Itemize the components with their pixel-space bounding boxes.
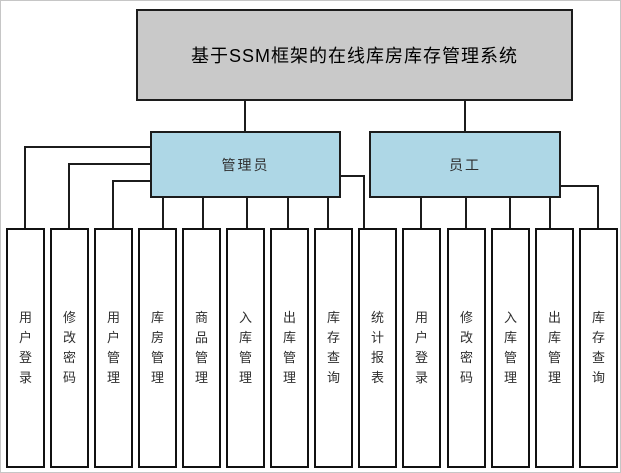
module-node-change-password-staff: 修改密码	[447, 228, 486, 468]
module-node-inbound-management-staff: 入库管理	[491, 228, 530, 468]
module-label: 入库管理	[238, 310, 252, 385]
connector-admin-m3-h	[112, 180, 150, 182]
role-node-admin: 管理员	[150, 131, 341, 198]
connector-admin-m3-v	[112, 180, 114, 228]
module-label: 用户登录	[414, 310, 428, 385]
module-node-inbound-management-admin: 入库管理	[226, 228, 265, 468]
system-title-node: 基于SSM框架的在线库房库存管理系统	[136, 9, 573, 101]
connector-staff-m14-v	[597, 185, 599, 228]
connector-title-admin	[244, 101, 246, 131]
module-label: 统计报表	[370, 310, 384, 385]
connector-admin-m4	[162, 198, 164, 228]
connector-admin-m1-v	[24, 146, 26, 228]
module-node-user-management: 用户管理	[94, 228, 133, 468]
connector-admin-m2-v	[68, 163, 70, 228]
module-label: 库存查询	[326, 310, 340, 385]
module-label: 用户登录	[18, 310, 32, 385]
connector-title-staff	[464, 101, 466, 131]
connector-staff-m10	[420, 198, 422, 228]
module-label: 库存查询	[591, 310, 605, 385]
module-label: 用户管理	[106, 310, 120, 385]
module-node-change-password-admin: 修改密码	[50, 228, 89, 468]
connector-admin-m2-h	[68, 163, 150, 165]
module-node-user-login-admin: 用户登录	[6, 228, 45, 468]
module-node-inventory-query-staff: 库存查询	[579, 228, 618, 468]
connector-admin-m1-h	[24, 146, 150, 148]
connector-admin-m5	[202, 198, 204, 228]
system-title-label: 基于SSM框架的在线库房库存管理系统	[190, 46, 518, 66]
connector-staff-m12	[509, 198, 511, 228]
module-node-outbound-management-staff: 出库管理	[535, 228, 574, 468]
module-node-inventory-query-admin: 库存查询	[314, 228, 353, 468]
module-node-statistical-report: 统计报表	[358, 228, 397, 468]
connector-staff-m14-h	[561, 185, 599, 187]
role-staff-label: 员工	[449, 156, 481, 173]
connector-admin-m9-h	[341, 175, 365, 177]
module-label: 出库管理	[282, 310, 296, 385]
module-label: 库房管理	[150, 310, 164, 385]
connector-admin-m7	[287, 198, 289, 228]
connector-admin-m9-v	[363, 175, 365, 228]
module-label: 入库管理	[503, 310, 517, 385]
role-admin-label: 管理员	[221, 156, 270, 173]
module-node-outbound-management-admin: 出库管理	[270, 228, 309, 468]
connector-admin-m8	[327, 198, 329, 228]
module-label: 修改密码	[459, 310, 473, 385]
module-node-user-login-staff: 用户登录	[402, 228, 441, 468]
role-node-staff: 员工	[369, 131, 561, 198]
module-node-warehouse-management: 库房管理	[138, 228, 177, 468]
module-label: 修改密码	[62, 310, 76, 385]
connector-staff-m11	[465, 198, 467, 228]
module-label: 商品管理	[194, 310, 208, 385]
module-label: 出库管理	[547, 310, 561, 385]
connector-staff-m13	[549, 198, 551, 228]
module-node-product-management: 商品管理	[182, 228, 221, 468]
connector-admin-m6	[246, 198, 248, 228]
